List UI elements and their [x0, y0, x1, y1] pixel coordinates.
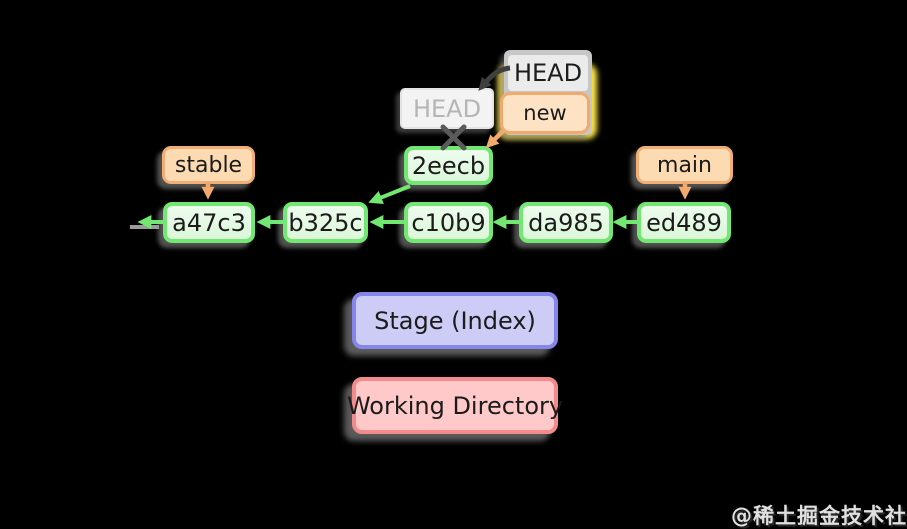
stage-index-box: Stage (Index): [352, 292, 558, 349]
branch-label-main: main: [636, 146, 733, 184]
x-icon: [440, 124, 467, 151]
commit-b325c: b325c: [283, 202, 368, 243]
commit-da985: da985: [519, 202, 613, 243]
head-new-group: HEAD new: [494, 50, 600, 142]
head-old-label: HEAD: [412, 94, 482, 123]
branch-label-new: new: [500, 92, 590, 134]
commit-ed489: ed489: [637, 202, 731, 243]
branch-label-stable: stable: [162, 146, 255, 184]
watermark: @稀土掘金技术社区: [731, 504, 907, 528]
commit-2eecb: 2eecb: [404, 146, 493, 185]
commit-c10b9: c10b9: [404, 202, 493, 243]
head-moved-arrow-icon: [478, 65, 511, 91]
head-new-label: HEAD: [508, 55, 588, 91]
commit-a47c3: a47c3: [163, 202, 255, 243]
working-directory-box: Working Directory: [347, 377, 563, 434]
